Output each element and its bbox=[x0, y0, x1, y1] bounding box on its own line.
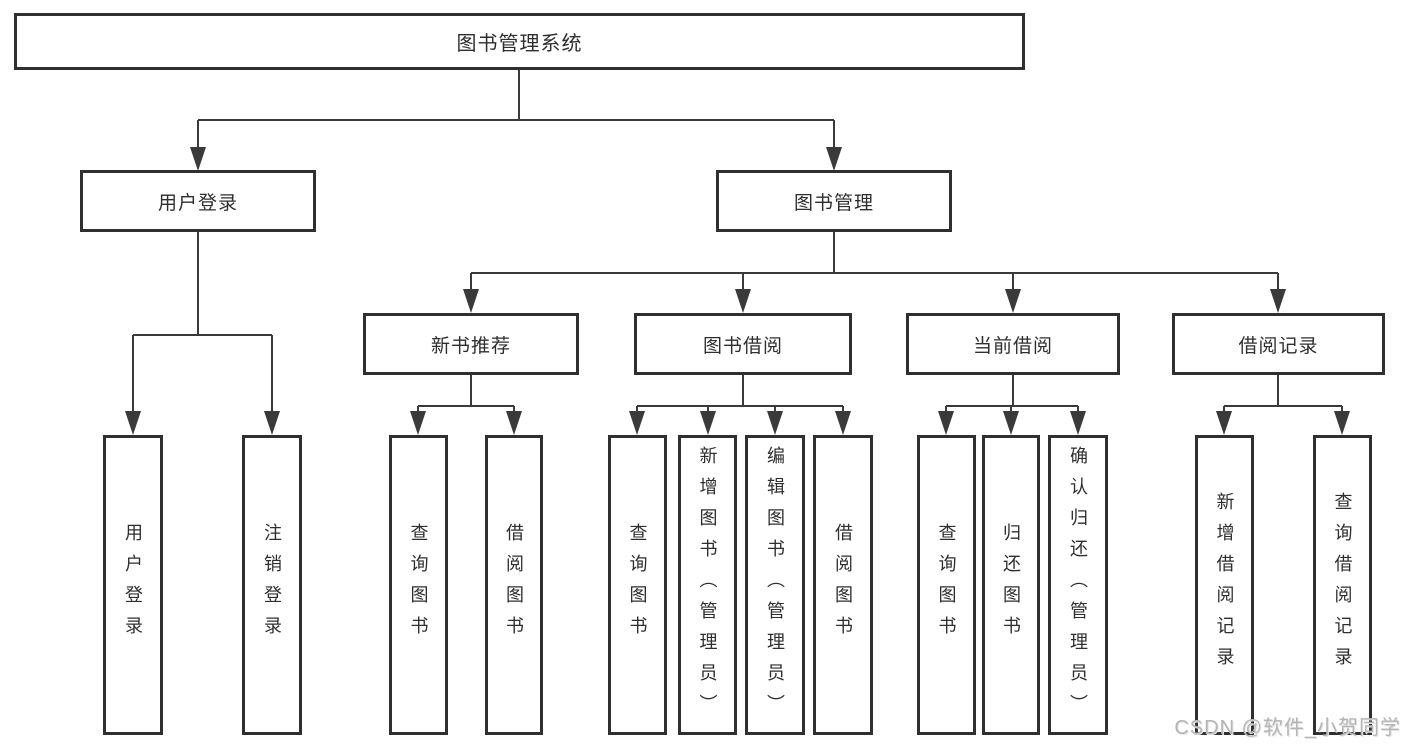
arrow-head bbox=[835, 411, 851, 435]
leaf-query-books-3: 查询图书 bbox=[917, 435, 976, 735]
arrow-head bbox=[767, 411, 783, 435]
leaf-logout: 注销登录 bbox=[242, 435, 302, 735]
node-book-borrow: 图书借阅 bbox=[634, 313, 852, 375]
leaf-label: 新增图书（管理员） bbox=[697, 445, 718, 725]
connector-line bbox=[1223, 375, 1343, 414]
arrow-head bbox=[735, 289, 751, 313]
node-borrow-record: 借阅记录 bbox=[1172, 313, 1385, 375]
leaf-query-borrow-record: 查询借阅记录 bbox=[1313, 435, 1372, 735]
leaf-borrow-book-1: 借阅图书 bbox=[485, 435, 543, 735]
arrow-head bbox=[125, 411, 141, 435]
connector-line bbox=[470, 232, 1279, 292]
leaf-label: 注销登录 bbox=[262, 523, 282, 647]
arrow-head bbox=[826, 147, 842, 171]
connector-current-borrow-children bbox=[938, 375, 1086, 435]
leaf-add-book-admin: 新增图书（管理员） bbox=[678, 435, 737, 735]
arrow-head bbox=[1216, 411, 1232, 435]
arrow-head bbox=[629, 411, 645, 435]
connector-line bbox=[636, 375, 844, 414]
arrow-head bbox=[938, 411, 954, 435]
leaf-label: 查询借阅记录 bbox=[1332, 492, 1353, 678]
arrow-head bbox=[1270, 289, 1286, 313]
leaf-return-book: 归还图书 bbox=[982, 435, 1040, 735]
connector-book-mgmt-to-level3 bbox=[463, 232, 1286, 313]
connector-line bbox=[132, 232, 273, 414]
arrow-head bbox=[190, 147, 206, 171]
arrow-head bbox=[700, 411, 716, 435]
node-current-borrow: 当前借阅 bbox=[906, 313, 1120, 375]
leaf-label: 查询图书 bbox=[627, 523, 648, 647]
leaf-label: 归还图书 bbox=[1001, 523, 1021, 647]
csdn-watermark: CSDN @软件_小贺同学 bbox=[1174, 717, 1401, 739]
connector-borrow-record-children bbox=[1216, 375, 1350, 435]
arrow-head bbox=[506, 411, 522, 435]
leaf-query-books-1: 查询图书 bbox=[389, 435, 448, 735]
arrow-head bbox=[1005, 289, 1021, 313]
connector-root-to-level2 bbox=[190, 70, 842, 171]
connector-line bbox=[417, 375, 515, 414]
leaf-add-borrow-record: 新增借阅记录 bbox=[1195, 435, 1254, 735]
node-user-login: 用户登录 bbox=[80, 170, 316, 232]
leaf-query-books-2: 查询图书 bbox=[608, 435, 667, 735]
arrow-head bbox=[463, 289, 479, 313]
leaf-label: 查询图书 bbox=[408, 523, 429, 647]
connector-user-login-children bbox=[125, 232, 280, 435]
arrow-head bbox=[1003, 411, 1019, 435]
node-new-book-recommend: 新书推荐 bbox=[363, 313, 579, 375]
arrow-head bbox=[264, 411, 280, 435]
leaf-edit-book-admin: 编辑图书（管理员） bbox=[745, 435, 805, 735]
connector-line bbox=[197, 70, 835, 150]
leaf-label: 查询图书 bbox=[936, 523, 957, 647]
leaf-confirm-return-admin: 确认归还（管理员） bbox=[1048, 435, 1108, 735]
arrow-head bbox=[1070, 411, 1086, 435]
leaf-label: 用户登录 bbox=[123, 523, 143, 647]
connector-book-borrow-children bbox=[629, 375, 851, 435]
connector-line bbox=[945, 375, 1079, 414]
leaf-label: 编辑图书（管理员） bbox=[765, 445, 785, 725]
leaf-user-login: 用户登录 bbox=[103, 435, 163, 735]
node-root-system: 图书管理系统 bbox=[14, 13, 1025, 70]
leaf-label: 借阅图书 bbox=[504, 523, 524, 647]
leaf-label: 借阅图书 bbox=[833, 523, 853, 647]
leaf-borrow-book-2: 借阅图书 bbox=[813, 435, 873, 735]
leaf-label: 确认归还（管理员） bbox=[1068, 445, 1088, 725]
leaf-label: 新增借阅记录 bbox=[1214, 492, 1235, 678]
node-book-management: 图书管理 bbox=[716, 170, 952, 232]
connector-new-book-children bbox=[410, 375, 522, 435]
arrow-head bbox=[1334, 411, 1350, 435]
arrow-head bbox=[410, 411, 426, 435]
